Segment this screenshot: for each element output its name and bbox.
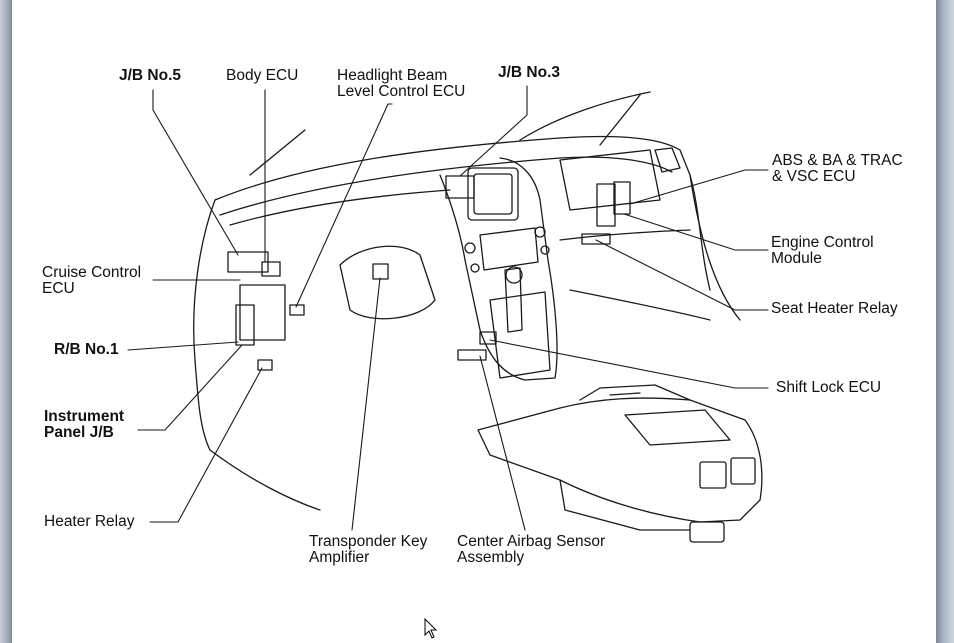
label-cruise-1: Cruise Control — [42, 264, 142, 281]
steering-column — [339, 245, 436, 320]
label-instrument-1: Instrument — [44, 408, 125, 425]
center-stack — [439, 157, 558, 381]
airbag-sensor-box — [457, 349, 487, 361]
label-transponder-1: Transponder Key — [309, 533, 428, 550]
label-jb5: J/B No.5 — [119, 67, 182, 84]
label-rb1: R/B No.1 — [54, 341, 119, 358]
label-abs-1: ABS & BA & TRAC — [772, 152, 903, 169]
label-body-ecu: Body ECU — [226, 67, 299, 84]
label-headlight-1: Headlight Beam — [337, 67, 448, 84]
window-frame-left — [0, 0, 12, 643]
abs-ecu-box — [596, 183, 616, 227]
body-ecu-box — [261, 261, 281, 277]
document-page — [12, 0, 936, 643]
window-frame-right — [936, 0, 954, 643]
label-shift-lock: Shift Lock ECU — [776, 379, 882, 396]
label-transponder-2: Amplifier — [309, 549, 370, 566]
instrument-panel-jb-box — [239, 284, 286, 341]
label-airbag-2: Assembly — [457, 549, 525, 566]
dashboard-outline — [214, 135, 711, 291]
jb3-box — [445, 175, 475, 199]
label-airbag-1: Center Airbag Sensor — [457, 533, 606, 550]
label-jb3: J/B No.3 — [498, 64, 561, 81]
center-console — [477, 397, 763, 523]
label-abs-2: & VSC ECU — [772, 168, 856, 185]
label-cruise-2: ECU — [42, 280, 75, 297]
label-seat-heater: Seat Heater Relay — [771, 300, 898, 317]
label-heater-relay: Heater Relay — [44, 513, 135, 530]
mouse-pointer-icon — [424, 618, 438, 639]
heater-relay-box — [257, 359, 273, 371]
shift-lock-ecu-box — [479, 331, 497, 345]
engine-module-box — [613, 181, 631, 215]
leader-lines — [127, 85, 769, 531]
label-engine-2: Module — [771, 250, 822, 267]
label-engine-1: Engine Control — [771, 234, 874, 251]
rb1-box — [235, 304, 255, 346]
seat-heater-relay-box — [581, 233, 611, 245]
headlight-ecu-box — [289, 304, 305, 316]
transponder-box — [372, 263, 389, 280]
label-instrument-2: Panel J/B — [44, 424, 114, 441]
label-headlight-2: Level Control ECU — [337, 83, 466, 100]
